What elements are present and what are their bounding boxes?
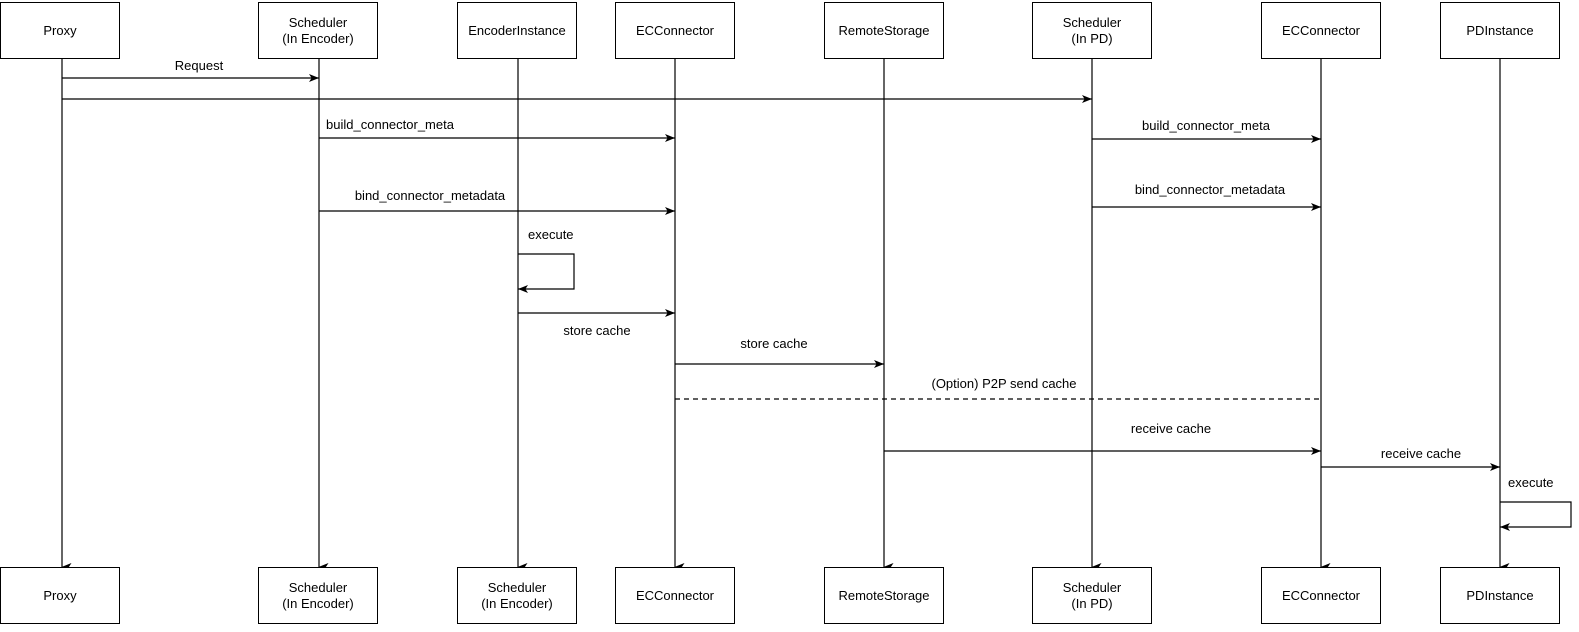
participant-bottom-ecconn-left[interactable]: ECConnector [615, 567, 735, 624]
self-loop-label-s1: execute [528, 227, 574, 242]
self-loop-label-s2: execute [1508, 475, 1554, 490]
message-label-m8: store cache [740, 336, 808, 351]
participant-top-label-line: (In PD) [1071, 30, 1113, 46]
participant-bottom-label-line: Scheduler [1062, 579, 1122, 595]
participant-top-label-line: (In Encoder) [282, 30, 354, 46]
participant-top-pd-inst[interactable]: PDInstance [1440, 2, 1560, 59]
participant-bottom-label-line: ECConnector [635, 587, 715, 603]
message-label-m6: bind_connector_metadata [1134, 182, 1286, 197]
participant-top-remote-store[interactable]: RemoteStorage [824, 2, 944, 59]
self-loop-s2 [1500, 501, 1572, 531]
lifelines-group [61, 58, 1510, 571]
participant-bottom-label-line: Scheduler [487, 579, 547, 595]
participant-bottom-ecconn-right[interactable]: ECConnector [1261, 567, 1381, 624]
self-loop-s1 [518, 253, 575, 293]
participant-bottom-sched-enc[interactable]: Scheduler(In Encoder) [258, 567, 378, 624]
message-label-m11: receive cache [1380, 446, 1462, 461]
participant-top-label-line: Proxy [43, 22, 77, 38]
participant-bottom-proxy[interactable]: Proxy [0, 567, 120, 624]
participant-bottom-label-line: Scheduler [288, 579, 348, 595]
participant-top-label-line: EncoderInstance [468, 22, 566, 38]
participant-bottom-pd-inst[interactable]: PDInstance [1440, 567, 1560, 624]
message-label-m7: store cache [563, 323, 631, 338]
participant-bottom-sched-pd[interactable]: Scheduler(In PD) [1032, 567, 1152, 624]
participant-bottom-label-line: PDInstance [1466, 587, 1534, 603]
participant-top-encoder-inst[interactable]: EncoderInstance [457, 2, 577, 59]
participant-top-label-line: RemoteStorage [838, 22, 930, 38]
message-label-m3: build_connector_meta [326, 117, 454, 132]
participant-top-ecconn-right[interactable]: ECConnector [1261, 2, 1381, 59]
messages-group [62, 74, 1500, 471]
message-label-m4: build_connector_meta [1142, 118, 1270, 133]
participant-bottom-label-line: RemoteStorage [838, 587, 930, 603]
participant-bottom-label-line: (In Encoder) [282, 595, 354, 611]
participant-bottom-encoder-inst[interactable]: Scheduler(In Encoder) [457, 567, 577, 624]
participant-top-label-line: Scheduler [288, 14, 348, 30]
message-label-m5: bind_connector_metadata [354, 188, 506, 203]
participant-top-sched-pd[interactable]: Scheduler(In PD) [1032, 2, 1152, 59]
participant-bottom-label-line: Proxy [43, 587, 77, 603]
participant-bottom-label-line: (In Encoder) [481, 595, 553, 611]
participant-bottom-remote-store[interactable]: RemoteStorage [824, 567, 944, 624]
participant-top-proxy[interactable]: Proxy [0, 2, 120, 59]
message-label-m10: receive cache [1130, 421, 1212, 436]
self-loops-group [518, 253, 1572, 531]
participant-top-label-line: Scheduler [1062, 14, 1122, 30]
participant-top-label-line: ECConnector [635, 22, 715, 38]
participant-bottom-label-line: ECConnector [1281, 587, 1361, 603]
participant-bottom-label-line: (In PD) [1071, 595, 1113, 611]
participant-top-label-line: ECConnector [1281, 22, 1361, 38]
message-label-m9: (Option) P2P send cache [931, 376, 1077, 391]
participant-top-sched-enc[interactable]: Scheduler(In Encoder) [258, 2, 378, 59]
message-label-m1: Request [174, 58, 224, 73]
participant-top-ecconn-left[interactable]: ECConnector [615, 2, 735, 59]
participant-top-label-line: PDInstance [1466, 22, 1534, 38]
